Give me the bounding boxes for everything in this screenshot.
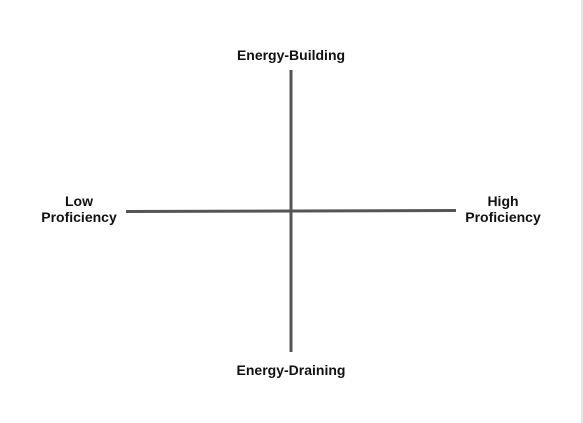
bottom-axis-label-text: Energy-Draining (236, 362, 346, 378)
left-axis-label-line2: Proficiency (41, 209, 117, 225)
right-axis-label-line1: High (487, 193, 519, 209)
top-axis-label-text: Energy-Building (236, 47, 346, 63)
right-edge-divider (581, 0, 583, 423)
top-axis-label: Energy-Building (211, 47, 371, 63)
horizontal-axis (125, 209, 457, 213)
bottom-axis-label: Energy-Draining (211, 362, 371, 378)
right-axis-label-line2: Proficiency (465, 209, 541, 225)
left-axis-label: Low Proficiency (30, 193, 128, 225)
right-axis-label: High Proficiency (455, 193, 551, 225)
left-axis-label-line1: Low (65, 193, 93, 209)
